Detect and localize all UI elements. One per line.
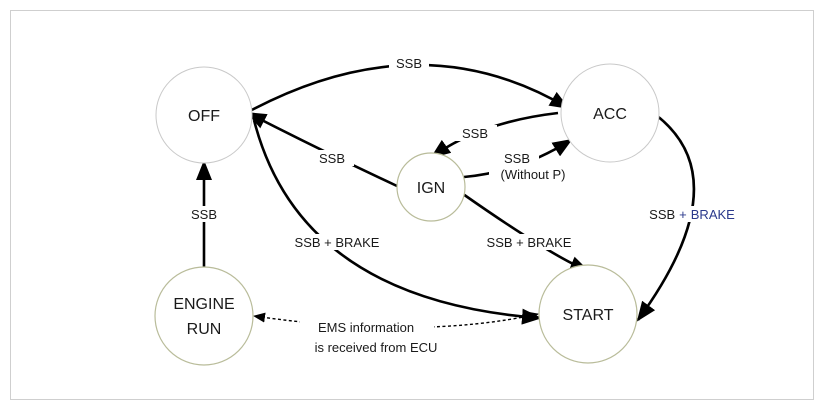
label-acc-to-start-ssb: SSB	[649, 207, 675, 222]
label-bg	[453, 125, 497, 141]
label-bg	[284, 234, 390, 250]
label-off-to-acc: SSB	[396, 56, 422, 71]
label-engine-to-off: SSB	[191, 207, 217, 222]
label-start-to-engine-line1: EMS information	[318, 320, 414, 335]
state-engine-run: ENGINE RUN	[154, 266, 254, 366]
label-ign-to-off: SSB	[319, 151, 345, 166]
label-acc-to-start-brake: BRAKE	[691, 207, 735, 222]
label-bg	[389, 55, 429, 71]
label-bg	[636, 206, 748, 222]
state-acc: ACC	[560, 63, 660, 163]
edge-off-to-start	[252, 119, 542, 325]
state-engine-run-label-line1: ENGINE	[173, 296, 234, 313]
label-bg	[495, 150, 539, 166]
edge-start-to-engine-run	[253, 311, 539, 329]
state-off: OFF	[155, 66, 253, 164]
state-off-label: OFF	[188, 108, 220, 125]
edge-acc-to-start	[636, 113, 696, 322]
edge-ign-to-off	[246, 111, 398, 188]
label-off-to-start: SSB + BRAKE	[295, 235, 380, 250]
label-ign-to-acc-line2: (Without P)	[500, 167, 565, 182]
label-ign-to-start: SSB + BRAKE	[487, 235, 572, 250]
label-ign-to-acc-line1: SSB	[504, 151, 530, 166]
state-acc-label: ACC	[593, 106, 627, 123]
label-start-to-engine-line2: is received from ECU	[315, 340, 438, 355]
state-engine-run-label-line2: RUN	[187, 321, 222, 338]
label-bg	[310, 150, 354, 166]
label-bg	[182, 206, 226, 222]
label-bg	[300, 320, 434, 335]
label-bg	[489, 166, 579, 182]
state-start: START	[538, 264, 638, 364]
state-ign: IGN	[396, 152, 466, 222]
label-bg	[476, 234, 582, 250]
label-acc-to-start: SSB + BRAKE	[649, 207, 735, 222]
state-start-label: START	[563, 307, 614, 324]
state-ign-label: IGN	[417, 180, 445, 197]
label-acc-to-start-plus: +	[679, 207, 687, 222]
label-acc-to-ign: SSB	[462, 126, 488, 141]
